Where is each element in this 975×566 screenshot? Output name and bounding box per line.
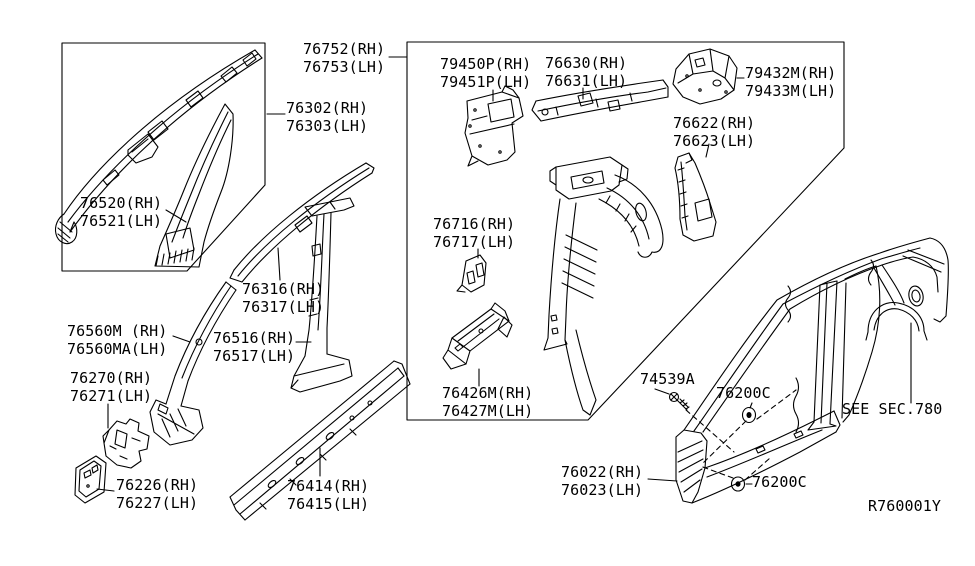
part-label-76716: 76716(RH)76717(LH): [433, 215, 515, 251]
part-label-76200c-upper: 76200C: [716, 384, 771, 402]
part-drawing-79450p: [464, 85, 524, 167]
part-number: 76717(LH): [433, 233, 516, 251]
part-number: 76414(RH): [287, 477, 370, 495]
part-number: 76630(RH): [545, 54, 628, 72]
part-number: 79450P(RH): [440, 55, 532, 73]
part-drawing-wheelhouse-assembly: [543, 156, 664, 416]
fastener-74539a-screw: [668, 391, 690, 411]
part-label-76630: 76630(RH)76631(LH): [545, 54, 627, 90]
part-number: 76716(RH): [433, 215, 516, 233]
break-line: [867, 259, 875, 286]
part-label-76520: 76520(RH)76521(LH): [80, 194, 162, 230]
part-number: 76227(LH): [116, 494, 199, 512]
part-number: 76200C: [716, 384, 771, 402]
part-drawing-76226: [74, 455, 107, 504]
dashed-reference-lines: [685, 389, 797, 481]
part-drawing-76270: [102, 418, 150, 469]
part-number: 76560MA(LH): [67, 340, 168, 358]
leader-lines: [96, 56, 912, 492]
part-drawing-76630: [531, 79, 669, 122]
fastener-76200c-lower: [730, 476, 746, 492]
part-number: 76302(RH): [286, 99, 369, 117]
part-number: 76316(RH): [242, 280, 325, 298]
part-number: 76560M (RH): [67, 322, 168, 340]
part-number: 76317(LH): [242, 298, 325, 316]
part-number: 76427M(LH): [442, 402, 534, 420]
part-label-76316: 76316(RH)76317(LH): [242, 280, 324, 316]
part-label-76022: 76022(RH)76023(LH): [561, 463, 643, 499]
break-line: [792, 377, 800, 433]
part-drawing-body-side-76022: [675, 237, 949, 504]
part-drawing-76414: [229, 360, 411, 521]
part-drawing-79432m: [672, 48, 738, 105]
part-number: 79432M(RH): [745, 64, 837, 82]
part-drawing-76426m: [442, 302, 513, 370]
part-number: 76521(LH): [80, 212, 163, 230]
part-number: 76271(LH): [70, 387, 153, 405]
part-drawing-76716: [456, 254, 487, 293]
part-drawing-76516: [290, 197, 355, 393]
part-number: 79433M(LH): [745, 82, 837, 100]
part-number: 76520(RH): [80, 194, 163, 212]
group-box-body-side: [406, 41, 845, 421]
part-number: 79451P(LH): [440, 73, 532, 91]
part-label-76426m: 76426M(RH)76427M(LH): [442, 384, 533, 420]
part-number: 76415(LH): [287, 495, 370, 513]
part-label-76560m: 76560M (RH)76560MA(LH): [67, 322, 167, 358]
part-number: 76516(RH): [213, 329, 296, 347]
part-number: 76226(RH): [116, 476, 199, 494]
part-number: 76200C: [752, 473, 807, 491]
part-label-74539a: 74539A: [640, 370, 695, 388]
part-label-76414: 76414(RH)76415(LH): [287, 477, 369, 513]
diagram-code-text: R760001Y: [868, 497, 942, 515]
part-number: 74539A: [640, 370, 695, 388]
inset-box-front-pillar: [61, 42, 266, 272]
part-number: 76752(RH): [303, 40, 386, 58]
part-label-76302: 76302(RH)76303(LH): [286, 99, 368, 135]
part-label-76516: 76516(RH)76517(LH): [213, 329, 295, 365]
part-label-79450p: 79450P(RH)79451P(LH): [440, 55, 531, 91]
part-number: 76622(RH): [673, 114, 756, 132]
break-line: [784, 285, 792, 323]
part-drawing-76520: [54, 49, 263, 245]
part-number: 76426M(RH): [442, 384, 534, 402]
part-number: 76022(RH): [561, 463, 644, 481]
part-number: 76623(LH): [673, 132, 756, 150]
part-number: 76753(LH): [303, 58, 386, 76]
fastener-76200c-upper: [741, 406, 757, 424]
diagram-code: R760001Y: [868, 497, 941, 515]
part-label-76752: 76752(RH)76753(LH): [303, 40, 385, 76]
part-drawing-76316: [229, 162, 375, 283]
part-label-76270: 76270(RH)76271(LH): [70, 369, 152, 405]
see-section-note: SEE SEC.780: [842, 400, 942, 418]
part-label-79432m: 79432M(RH)79433M(LH): [745, 64, 836, 100]
part-number: 76270(RH): [70, 369, 153, 387]
part-label-76226: 76226(RH)76227(LH): [116, 476, 198, 512]
part-number: 76023(LH): [561, 481, 644, 499]
part-number: 76517(LH): [213, 347, 296, 365]
part-drawing-76560m: [149, 281, 237, 446]
see-section-text: SEE SEC.780: [842, 400, 943, 418]
part-label-76200c-lower: 76200C: [752, 473, 807, 491]
part-number: 76303(LH): [286, 117, 369, 135]
part-number: 76631(LH): [545, 72, 628, 90]
part-label-76622: 76622(RH)76623(LH): [673, 114, 755, 150]
part-drawing-76302-inner: [154, 103, 234, 268]
part-drawing-76622: [674, 152, 717, 242]
